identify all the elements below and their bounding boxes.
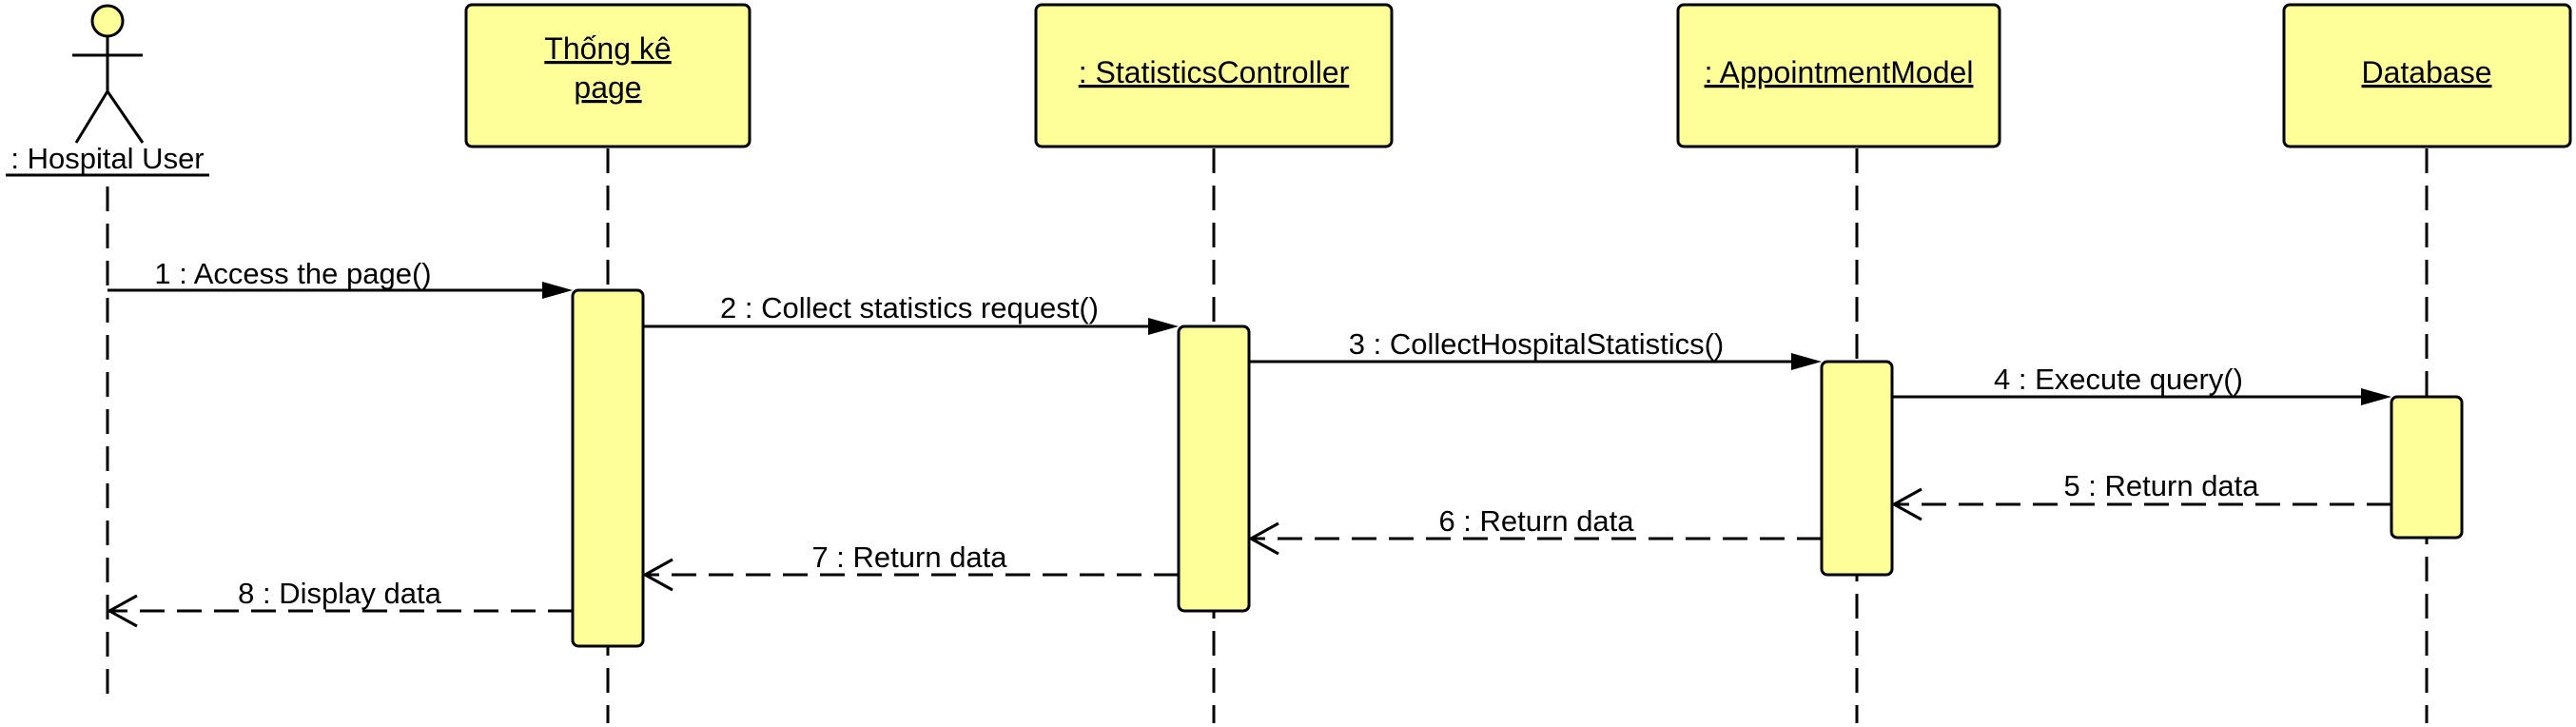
message-1: 1 : Access the page() [107,257,573,299]
message-label: 8 : Display data [238,577,441,610]
participant-label: Database [2362,55,2492,89]
message-label: 5 : Return data [2063,469,2259,502]
arrowhead-open [1890,487,1922,521]
message-label: 7 : Return data [811,540,1007,574]
message-6: 6 : Return data [1247,504,1822,556]
message-2: 2 : Collect statistics request() [643,291,1179,335]
activation-database [2390,395,2464,540]
participant-statistics-controller: : StatisticsController [1034,3,1394,148]
activation-thong-ke-page [571,288,645,648]
message-label: 6 : Return data [1438,504,1634,538]
message-7: 7 : Return data [641,540,1179,592]
message-4: 4 : Execute query() [1892,363,2391,405]
actor-head [90,4,125,38]
actor-right-leg [106,90,145,144]
activation-statistics-controller [1177,324,1251,613]
message-label: 4 : Execute query() [1994,363,2243,396]
message-label: 3 : CollectHospitalStatistics() [1349,327,1725,361]
message-label: 2 : Collect statistics request() [720,291,1099,324]
arrowhead-filled [1791,353,1822,370]
actor-left-leg [74,90,109,144]
arrowhead-filled [542,282,573,299]
actor-hospital-user: : Hospital User [6,4,209,177]
participant-box [1034,3,1394,148]
message-5: 5 : Return data [1890,469,2391,521]
arrowhead-filled [1148,318,1179,335]
participant-label-line2: page [574,70,641,105]
participant-label-line1: Thống kê [544,31,671,66]
participant-box [1676,3,2001,148]
arrowhead-open [1247,521,1279,556]
message-label: 1 : Access the page() [154,257,431,290]
participant-appointment-model: : AppointmentModel [1676,3,2001,148]
participant-box [464,3,751,148]
participant-database: Database [2282,3,2572,148]
arrowhead-open [106,594,138,628]
actor-name: : Hospital User [10,142,204,175]
arrowhead-filled [2361,388,2391,405]
message-8: 8 : Display data [106,577,573,628]
activation-appointment-model [1820,360,1894,577]
arrowhead-open [641,558,673,592]
participant-label: : AppointmentModel [1705,55,1974,89]
participant-label: : StatisticsController [1079,55,1350,89]
participant-box [2282,3,2572,148]
participant-thong-ke-page: Thống kê page [464,3,751,148]
message-3: 3 : CollectHospitalStatistics() [1249,327,1822,370]
